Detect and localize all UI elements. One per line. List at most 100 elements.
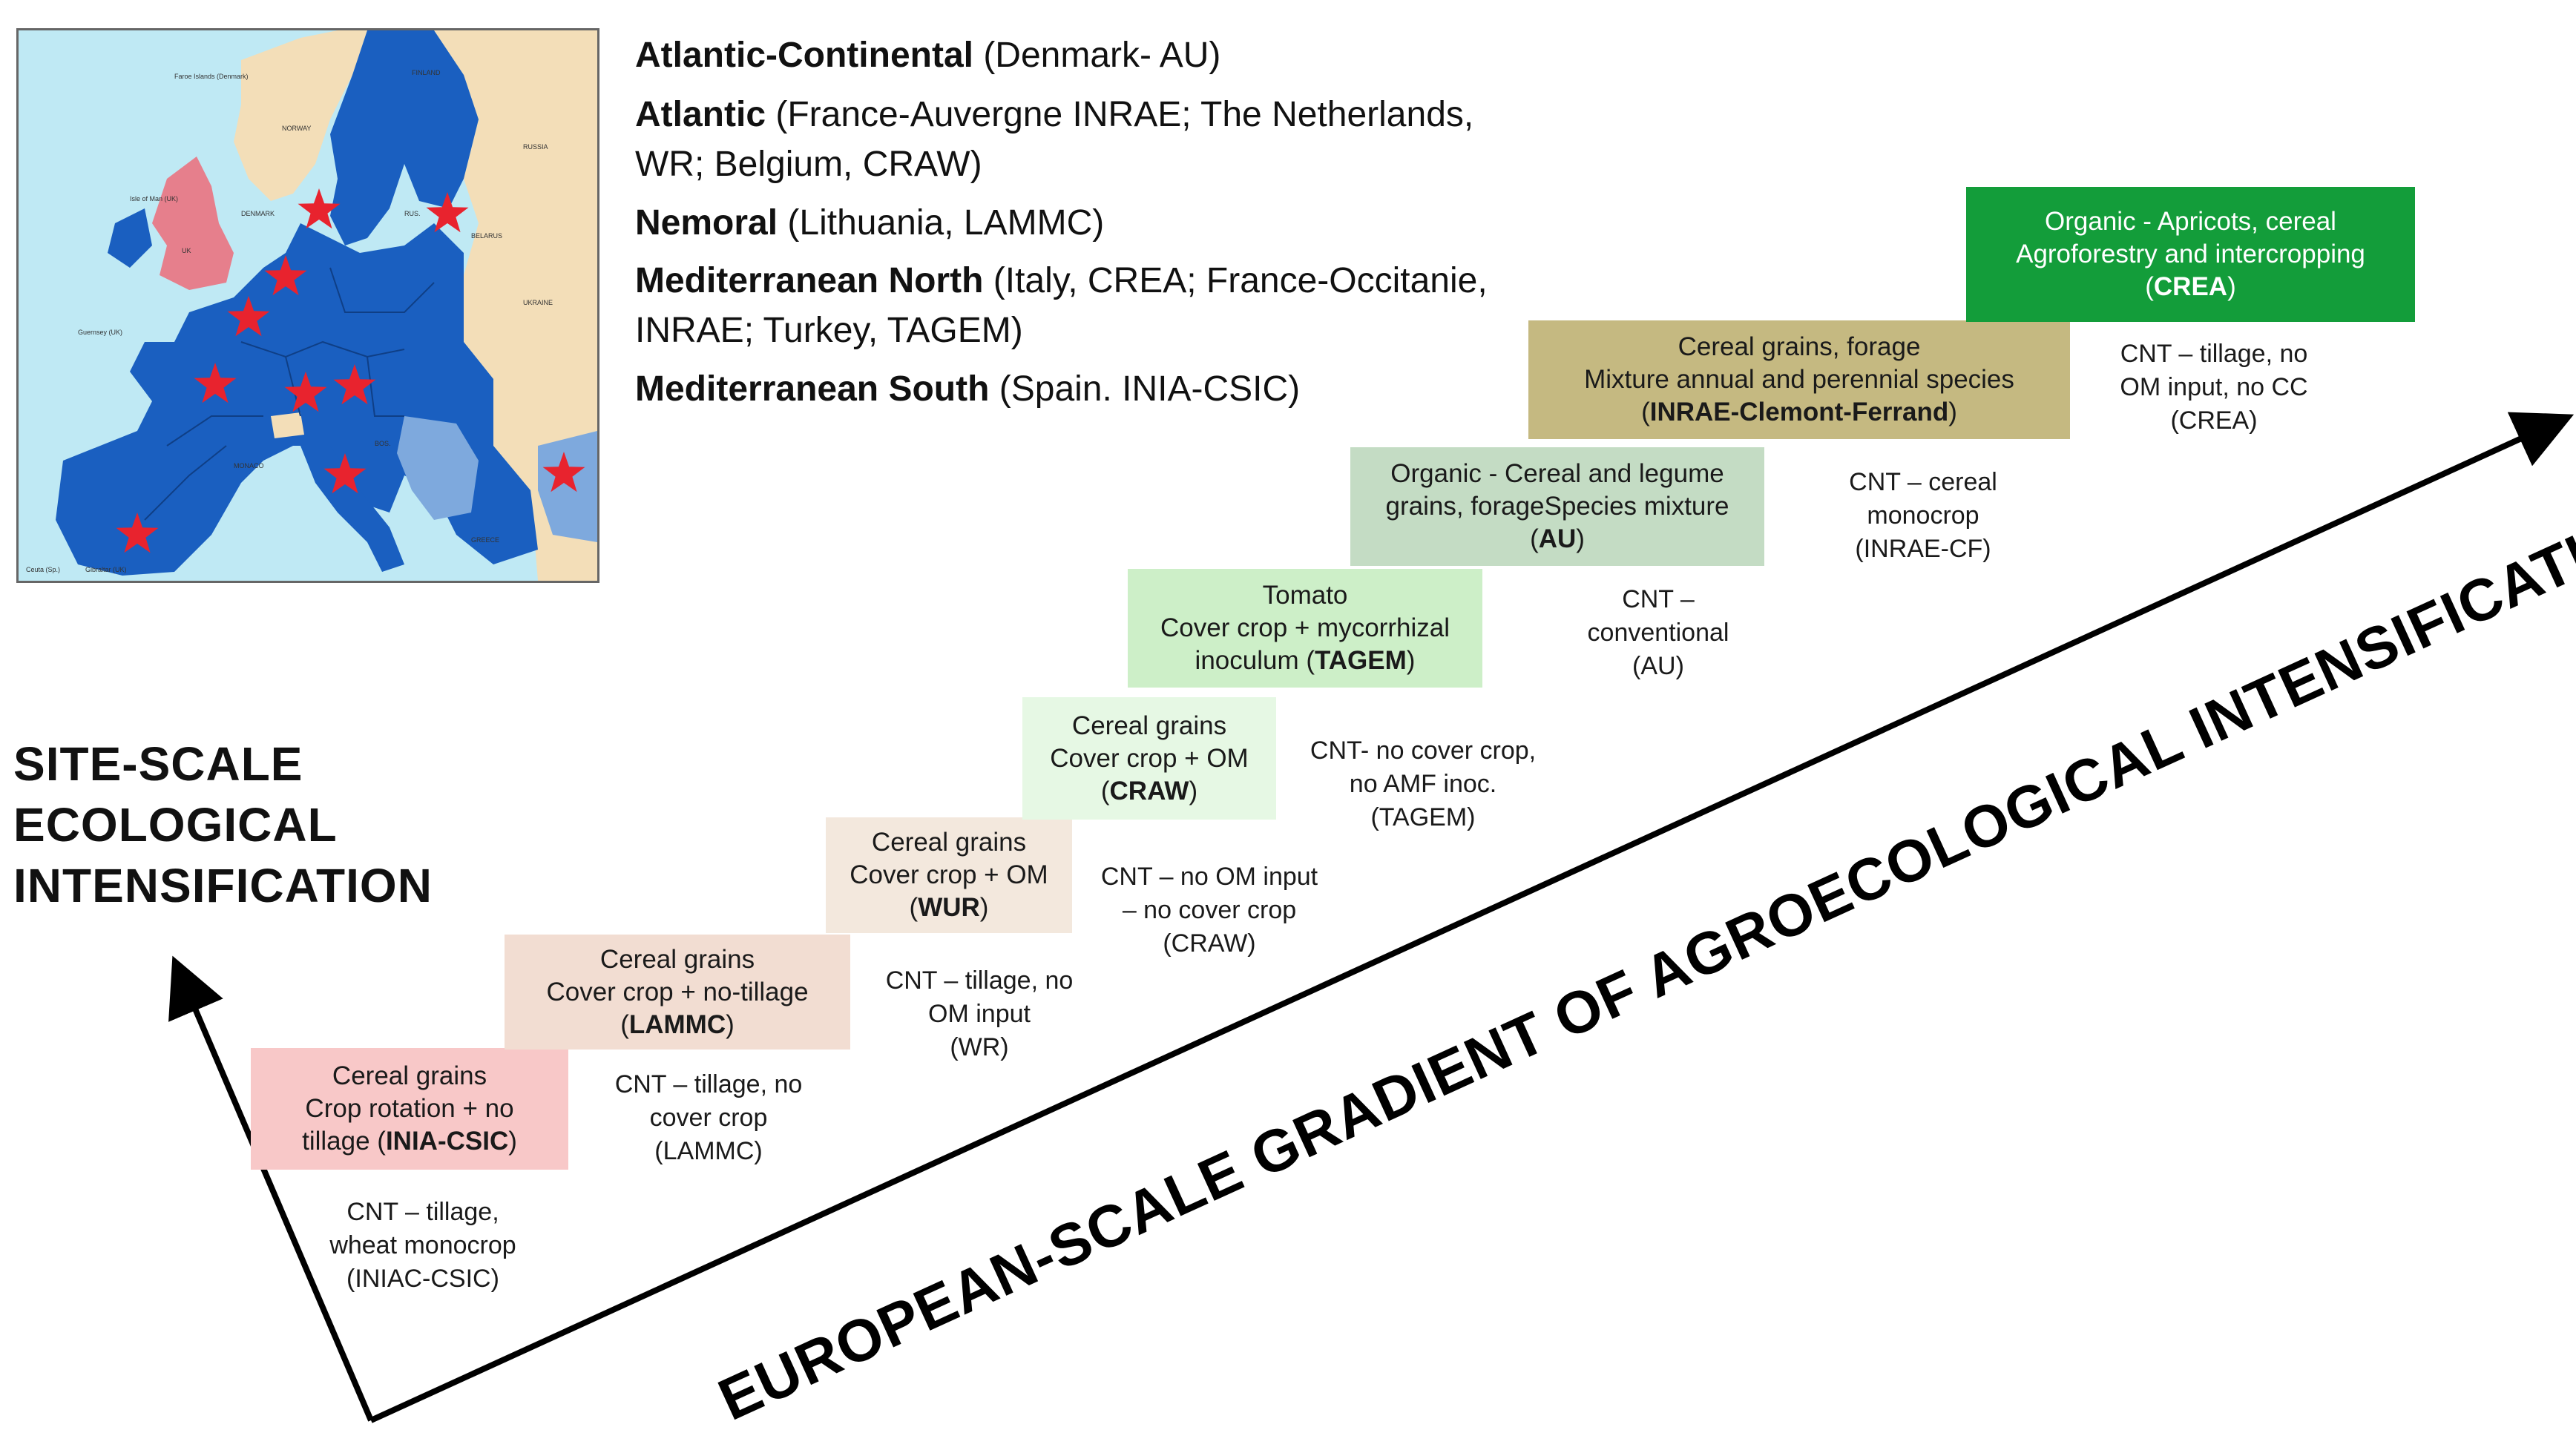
treatment-line1: Cereal grains, forage [1678, 332, 1921, 361]
site-star-icon [298, 188, 341, 229]
treatment-line3-prefix: ( [1530, 524, 1539, 553]
zone-detail: (Italy, CREA; France-Occitanie, [983, 261, 1488, 300]
zone-line: Mediterranean South (Spain. INIA-CSIC) [635, 365, 1300, 414]
control-line: (WR) [950, 1033, 1009, 1061]
map-label-denmark: DENMARK [241, 210, 275, 217]
institution-name: AU [1538, 524, 1577, 553]
control-line: CNT – tillage, no [614, 1070, 803, 1098]
control-line: CNT – tillage, no [2120, 340, 2308, 368]
site-scale-arrow [168, 955, 374, 1422]
treatment-line3: (CREA) [2145, 271, 2236, 303]
map-label-bos: BOS. [375, 440, 391, 447]
treatment-line3: (INRAE-Clemont-Ferrand) [1641, 396, 1957, 429]
site-scale-title-line3: INTENSIFICATION [13, 859, 433, 912]
treatment-line3: (AU) [1530, 523, 1585, 556]
institution-name: INIA-CSIC [385, 1127, 509, 1156]
control-line: (INIAC-CSIC) [346, 1265, 499, 1293]
map-label-finland: FINLAND [412, 69, 441, 76]
control-line: (LAMMC) [654, 1137, 763, 1165]
treatment-line3-prefix: ( [1100, 776, 1110, 805]
treatment-line3: (CRAW) [1101, 775, 1197, 808]
map-italy [300, 446, 404, 572]
control-line: CNT – no OM input [1100, 863, 1318, 891]
map-uk [152, 156, 234, 290]
institution-name: TAGEM [1315, 646, 1407, 675]
map-label-norway: NORWAY [282, 125, 311, 132]
map-label-monaco: MONACO [234, 462, 264, 469]
treatment-line3-suffix: ) [1189, 776, 1198, 805]
control-line: CNT – tillage, [346, 1198, 499, 1226]
control-line: CNT – [1622, 585, 1695, 613]
map-switzerland [271, 412, 304, 438]
institution-name: CREA [2153, 272, 2228, 301]
treatment-line2: Cover crop + no-tillage [546, 977, 809, 1006]
map-norway [234, 30, 367, 201]
control-treatment: CNT – no OM input– no cover crop(CRAW) [1061, 860, 1358, 961]
site-star-icon [284, 372, 327, 412]
treatment-line1: Tomato [1262, 581, 1348, 610]
control-line: OM input, no CC [2120, 373, 2308, 401]
map-label-rus: RUS. [404, 210, 421, 217]
zone-name: Atlantic [635, 95, 766, 134]
treatment-line2: grains, forageSpecies mixture [1385, 492, 1729, 521]
map-label-ceuta: Ceuta (Sp.) [26, 566, 60, 573]
zone-detail: (France-Auvergne INRAE; The Netherlands, [766, 95, 1474, 134]
zone-detail: WR; Belgium, CRAW) [635, 145, 982, 184]
map-label-belarus: BELARUS [471, 232, 502, 240]
zone-detail: (Spain. INIA-CSIC) [989, 369, 1301, 409]
map-label-uk: UK [182, 247, 191, 254]
control-line: CNT- no cover crop, [1310, 737, 1537, 765]
treatment-line3-prefix: ( [2145, 272, 2154, 301]
treatment-line3-suffix: ) [508, 1127, 517, 1156]
control-line: CNT – cereal [1849, 468, 1997, 496]
site-star-icon [194, 363, 237, 403]
site-star-icon [426, 192, 469, 233]
map-labels: Faroe Islands (Denmark) NORWAY FINLAND R… [26, 69, 553, 573]
treatment-line3-prefix: ( [1641, 398, 1650, 426]
control-line: conventional [1587, 619, 1729, 647]
map-label-greece: GREECE [471, 536, 499, 544]
control-line: (CREA) [2170, 406, 2258, 435]
map-label-ukraine: UKRAINE [523, 299, 553, 306]
map-label-russia: RUSSIA [523, 143, 548, 151]
site-star-icon [227, 296, 270, 337]
map-turkey [538, 431, 597, 542]
treatment-line3: (LAMMC) [620, 1009, 735, 1041]
treatment-line3-suffix: ) [1406, 646, 1416, 675]
map-balkans [397, 416, 479, 520]
treatment-line2: Crop rotation + no [305, 1094, 514, 1123]
zone-detail: INRAE; Turkey, TAGEM) [635, 311, 1023, 350]
treatment-line1: Cereal grains [871, 828, 1027, 857]
map-borders [144, 267, 435, 521]
map-label-guernsey: Guernsey (UK) [78, 329, 122, 336]
zone-line: Atlantic (France-Auvergne INRAE; The Net… [635, 90, 1473, 139]
control-line: (TAGEM) [1370, 803, 1476, 831]
institution-name: WUR [918, 893, 980, 922]
treatment-line2: Mixture annual and perennial species [1584, 365, 2014, 394]
control-line: no AMF inoc. [1349, 770, 1497, 798]
map-ireland [108, 208, 152, 268]
treatment-line3-suffix: ) [1576, 524, 1585, 553]
treatment-line1: Cereal grains [1071, 711, 1227, 740]
treatment-line3-suffix: ) [2227, 272, 2236, 301]
treatment-line2: Cover crop + OM [1050, 743, 1249, 773]
map-label-isle-of-man: Isle of Man (UK) [130, 195, 178, 202]
site-stars [116, 188, 585, 553]
treatment-line1: Cereal grains [599, 944, 755, 974]
treatment-line3-prefix: inoculum ( [1195, 646, 1315, 675]
site-star-icon [333, 364, 376, 405]
site-star-icon [264, 255, 307, 296]
zone-name: Mediterranean North [635, 261, 984, 300]
control-line: OM input [928, 1000, 1031, 1028]
zone-name: Mediterranean South [635, 369, 990, 409]
zone-line: INRAE; Turkey, TAGEM) [635, 306, 1023, 355]
control-line: wheat monocrop [329, 1231, 516, 1259]
